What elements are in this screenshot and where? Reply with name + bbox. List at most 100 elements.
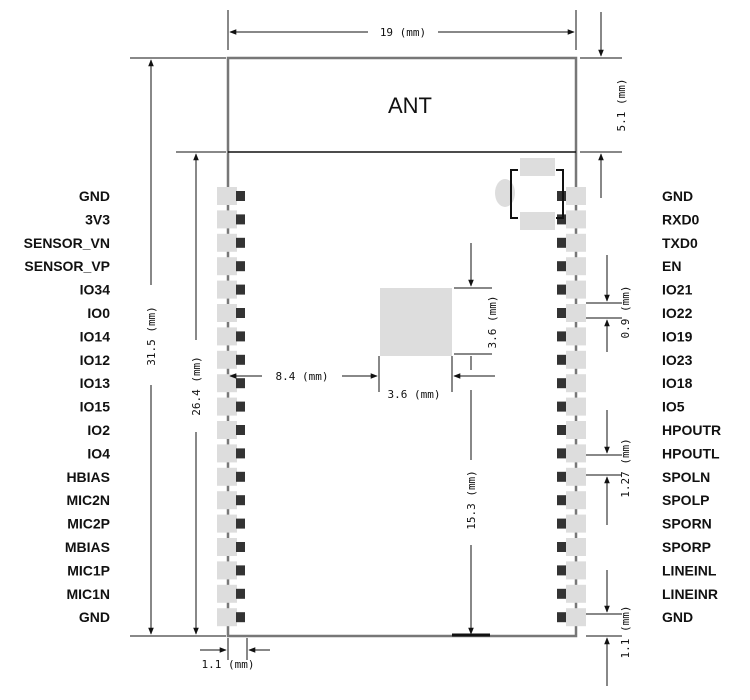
right-pin: SPORP <box>557 538 711 556</box>
pin-contact <box>236 471 245 482</box>
left-pin: IO12 <box>80 350 245 369</box>
left-pin: IO2 <box>87 421 245 439</box>
pin-label: EN <box>662 258 681 274</box>
pin-contact <box>557 191 566 201</box>
pin-contact <box>557 448 566 459</box>
left-pin: SENSOR_VN <box>24 233 245 252</box>
pin-contact <box>236 401 245 412</box>
left-pin: MIC2P <box>67 514 245 533</box>
dim-pad-offset <box>200 638 270 660</box>
pin-pad <box>217 280 237 299</box>
left-pin: IO34 <box>80 280 245 299</box>
pin-contact <box>236 565 245 576</box>
dim-total-height-label: 31.5 (mm) <box>145 306 158 366</box>
pin-contact <box>557 378 566 389</box>
right-pin-column: GNDRXD0TXD0ENIO21IO22IO19IO23IO18IO5HPOU… <box>557 187 721 627</box>
left-pin: MIC2N <box>66 491 245 510</box>
pin-contact <box>236 261 245 272</box>
left-pin: SENSOR_VP <box>24 257 245 276</box>
pin-contact <box>557 425 566 435</box>
pin-label: SPORN <box>662 516 712 532</box>
pin-contact <box>557 237 566 248</box>
pin-contact <box>236 425 245 435</box>
pin-label: TXD0 <box>662 235 698 251</box>
pin-label: IO5 <box>662 399 685 415</box>
antenna-label: ANT <box>388 93 432 118</box>
pin-pad <box>217 444 237 463</box>
left-pin: MIC1N <box>66 584 245 603</box>
dim-pin-area-height-label: 26.4 (mm) <box>190 356 203 416</box>
pin-contact <box>236 495 245 506</box>
left-pin: GND <box>79 608 245 627</box>
left-pin: HBIAS <box>66 467 245 486</box>
dim-chip-width <box>451 356 495 392</box>
pin-label: IO22 <box>662 305 693 321</box>
pin-contact <box>236 284 245 295</box>
pin-label: SPORP <box>662 539 711 555</box>
pin-pad <box>217 421 237 439</box>
pin-pad <box>566 608 586 627</box>
pin-pad <box>566 257 586 276</box>
pin-pad <box>217 467 237 486</box>
pin-pad <box>217 608 237 627</box>
dim-pin-area-height <box>176 151 226 635</box>
pin-label: SPOLN <box>662 469 710 485</box>
pin-pad <box>217 397 237 416</box>
module-outline <box>226 56 578 638</box>
dim-pad-offset-label: 1.1 (mm) <box>202 658 255 671</box>
pin-contact <box>557 401 566 412</box>
pin-contact <box>557 214 566 225</box>
pin-contact <box>557 284 566 295</box>
pin-pad <box>217 350 237 369</box>
right-pin: IO21 <box>557 280 693 299</box>
pin-contact <box>236 191 245 201</box>
pin-pad <box>566 350 586 369</box>
pin-pad <box>217 374 237 393</box>
pin-pad <box>566 374 586 393</box>
left-pin: IO13 <box>80 374 245 393</box>
pin-pad <box>566 561 586 580</box>
pin-label: SENSOR_VN <box>24 235 110 251</box>
pin-contact <box>557 565 566 576</box>
left-pin: MBIAS <box>65 538 245 556</box>
pin-label: GND <box>662 188 693 204</box>
dim-chip-to-bottom-label: 15.3 (mm) <box>465 470 478 530</box>
right-pin: HPOUTL <box>557 444 720 463</box>
pin-contact <box>557 308 566 318</box>
pin-contact <box>236 214 245 225</box>
pin-pad <box>566 421 586 439</box>
pin-pad <box>217 304 237 322</box>
pin-pad <box>566 584 586 603</box>
right-pin: SPOLP <box>557 491 709 510</box>
left-pin: IO4 <box>87 444 245 463</box>
pin-label: LINEINR <box>662 586 718 602</box>
pin-pad <box>566 467 586 486</box>
pin-label: IO12 <box>80 352 111 368</box>
pin-label: HPOUTR <box>662 422 721 438</box>
pin-pad <box>566 397 586 416</box>
pin-contact <box>557 518 566 529</box>
pin-pad <box>566 187 586 205</box>
dim-pin-pitch-mid-label: 1.27 (mm) <box>619 438 632 498</box>
dim-antenna-height <box>580 12 622 198</box>
pin-contact <box>236 542 245 552</box>
pin-label: MBIAS <box>65 539 110 555</box>
pin-label: MIC2P <box>67 516 110 532</box>
pin-contact <box>236 448 245 459</box>
pin-label: SENSOR_VP <box>24 258 110 274</box>
pin-label: IO23 <box>662 352 693 368</box>
dim-total-height <box>130 57 226 637</box>
right-pin: GND <box>557 187 693 205</box>
right-pin: SPOLN <box>557 467 710 486</box>
pin-contact <box>236 354 245 365</box>
pin-label: HBIAS <box>66 469 110 485</box>
left-pin: IO15 <box>80 397 245 416</box>
pin-label: RXD0 <box>662 211 700 227</box>
dim-chip-to-bottom <box>452 390 490 637</box>
pin-label: IO0 <box>87 305 110 321</box>
pin-label: IO2 <box>87 422 110 438</box>
pin-pad <box>217 584 237 603</box>
pin-label: SPOLP <box>662 492 709 508</box>
pin-pad <box>566 210 586 229</box>
